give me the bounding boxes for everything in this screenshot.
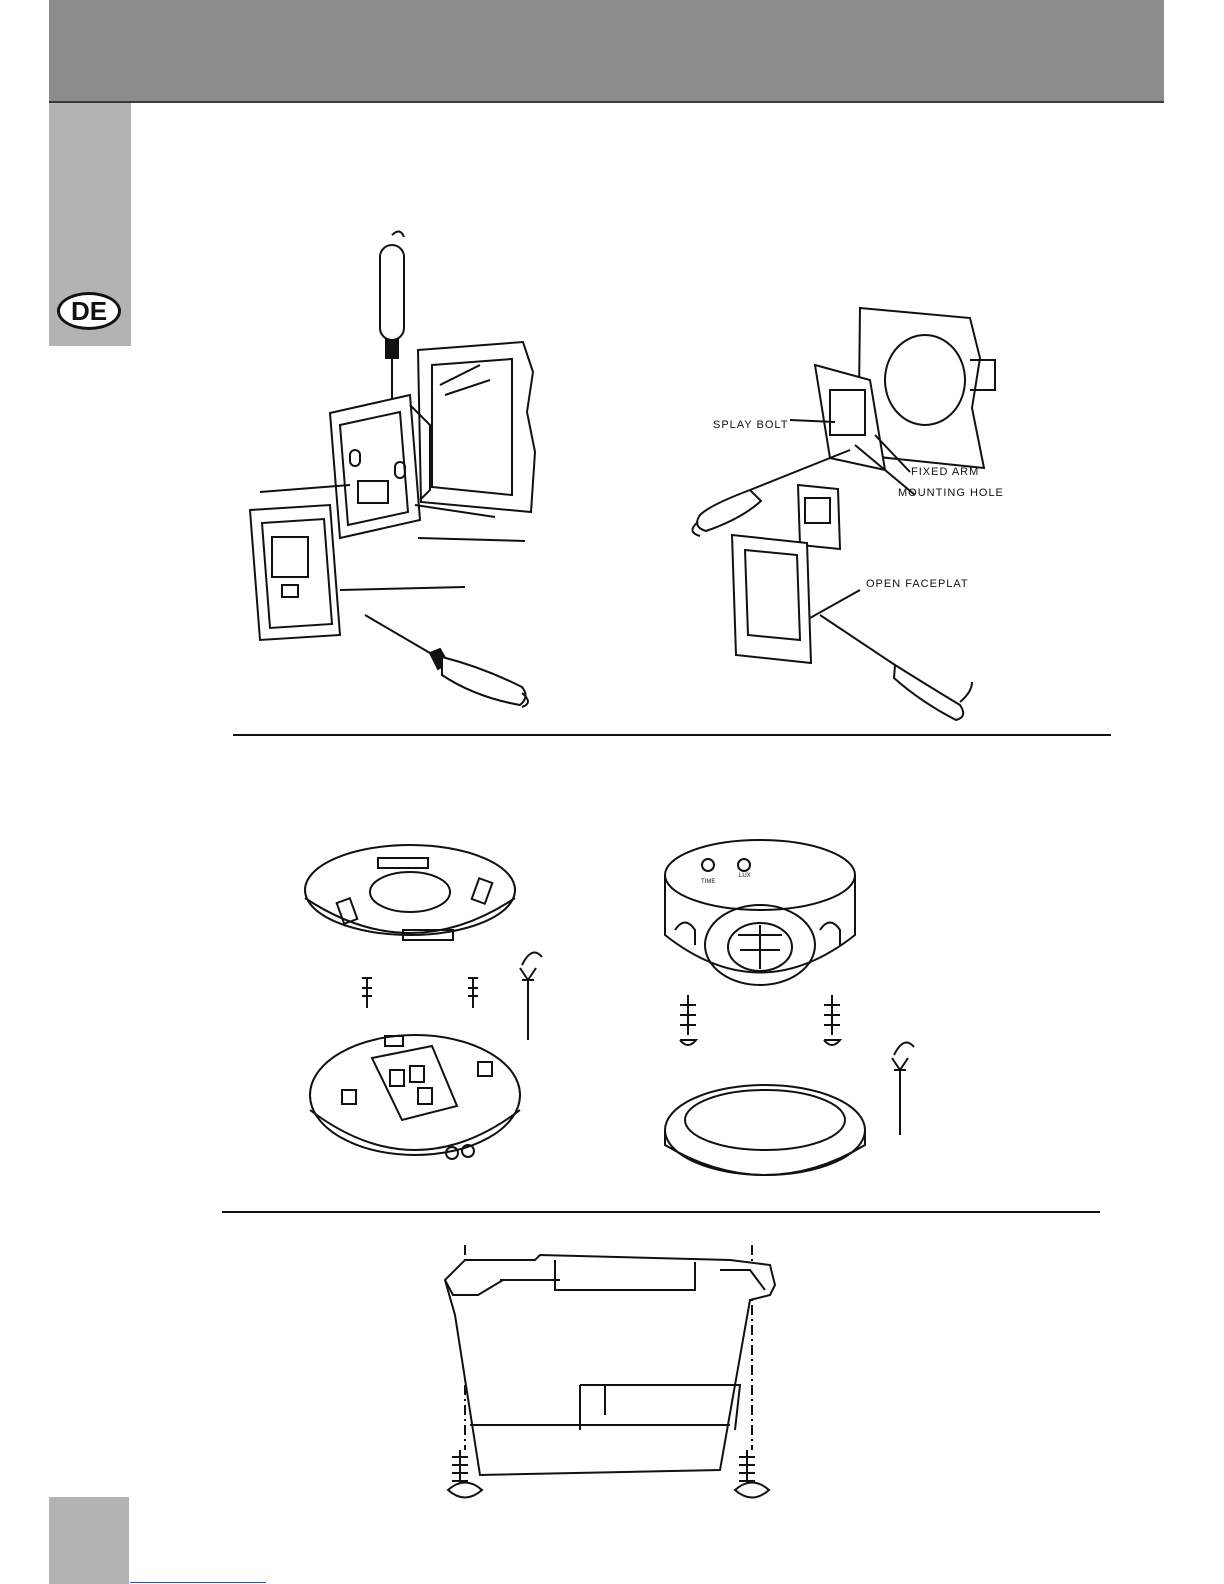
language-badge: DE <box>57 292 121 330</box>
label-splay-bolt: SPLAY BOLT <box>713 419 788 431</box>
footer-tab <box>49 1497 129 1584</box>
dial-label-time: TIME <box>701 879 715 885</box>
wall-mount-diagram-right <box>670 300 1030 730</box>
dial-label-lux: LUX <box>739 873 751 879</box>
ceiling-mount-diagram-left <box>300 840 560 1190</box>
section-divider-2 <box>222 1211 1100 1213</box>
header-bar <box>49 0 1164 103</box>
label-fixed-arm: FIXED ARM <box>911 466 979 478</box>
footer-link-underline <box>130 1582 266 1583</box>
label-mounting-hole: MOUNTING HOLE <box>898 487 1004 499</box>
section-divider-1 <box>233 734 1111 736</box>
ceiling-mount-diagram-right <box>660 835 940 1195</box>
wall-mount-diagram-left <box>240 225 560 725</box>
label-open-faceplate: OPEN FACEPLAT <box>866 578 969 590</box>
box-mount-diagram <box>440 1245 790 1515</box>
